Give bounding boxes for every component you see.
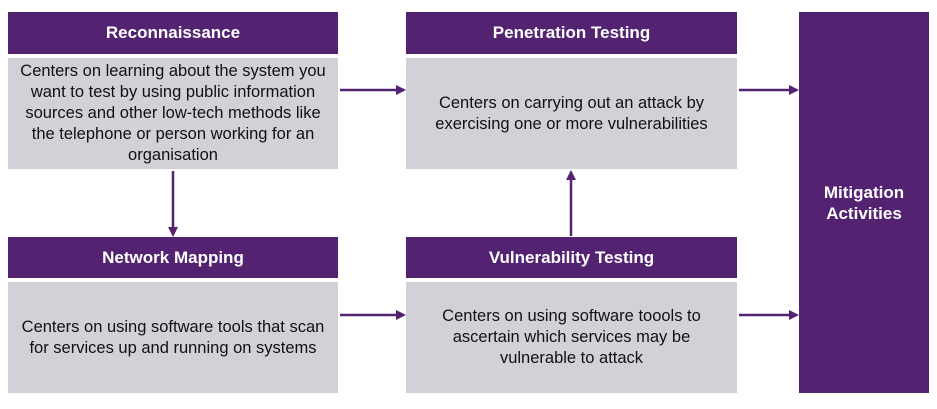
vulnerability-testing-description: Centers on using software toools to asce… (406, 282, 737, 393)
network-mapping-description: Centers on using software tools that sca… (8, 282, 338, 393)
reconnaissance-description: Centers on learning about the system you… (8, 58, 338, 169)
mitigation-activities-label: Mitigation Activities (823, 182, 905, 223)
penetration-testing-header: Penetration Testing (406, 12, 737, 54)
network-mapping-header: Network Mapping (8, 237, 338, 278)
penetration-testing-description: Centers on carrying out an attack by exe… (406, 58, 737, 169)
vulnerability-testing-header: Vulnerability Testing (406, 237, 737, 278)
reconnaissance-header: Reconnaissance (8, 12, 338, 54)
mitigation-activities-box: Mitigation Activities (799, 12, 929, 393)
